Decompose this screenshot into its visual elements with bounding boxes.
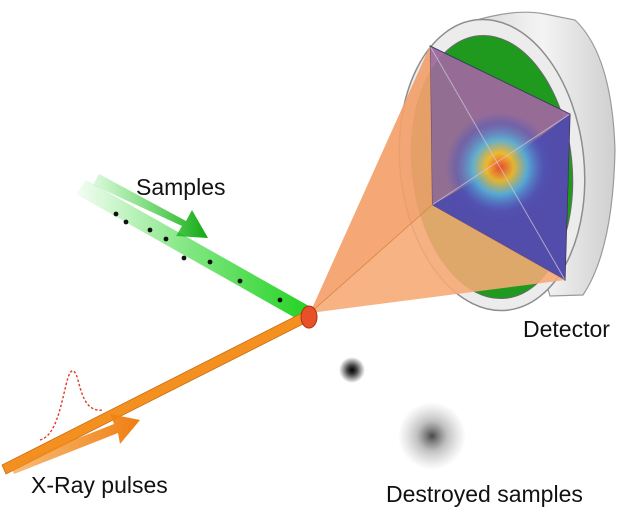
samples-label: Samples	[136, 174, 226, 200]
gaussian-pulse-icon	[39, 370, 105, 441]
detector	[398, 11, 616, 312]
sample-particles	[113, 211, 283, 303]
destroyed-samples-label: Destroyed samples	[386, 481, 583, 507]
right-down-arrow-icon	[93, 174, 208, 238]
interaction-point	[300, 305, 318, 329]
xray-beam	[1, 310, 312, 475]
right-up-arrow-icon	[10, 414, 140, 474]
scatter-cone	[309, 46, 570, 314]
xray-pulses-label: X-Ray pulses	[31, 472, 168, 498]
destroyed-samples	[339, 357, 466, 470]
detector-label: Detector	[523, 316, 610, 342]
sample-jet	[76, 180, 316, 324]
diffraction-pattern	[429, 45, 571, 281]
